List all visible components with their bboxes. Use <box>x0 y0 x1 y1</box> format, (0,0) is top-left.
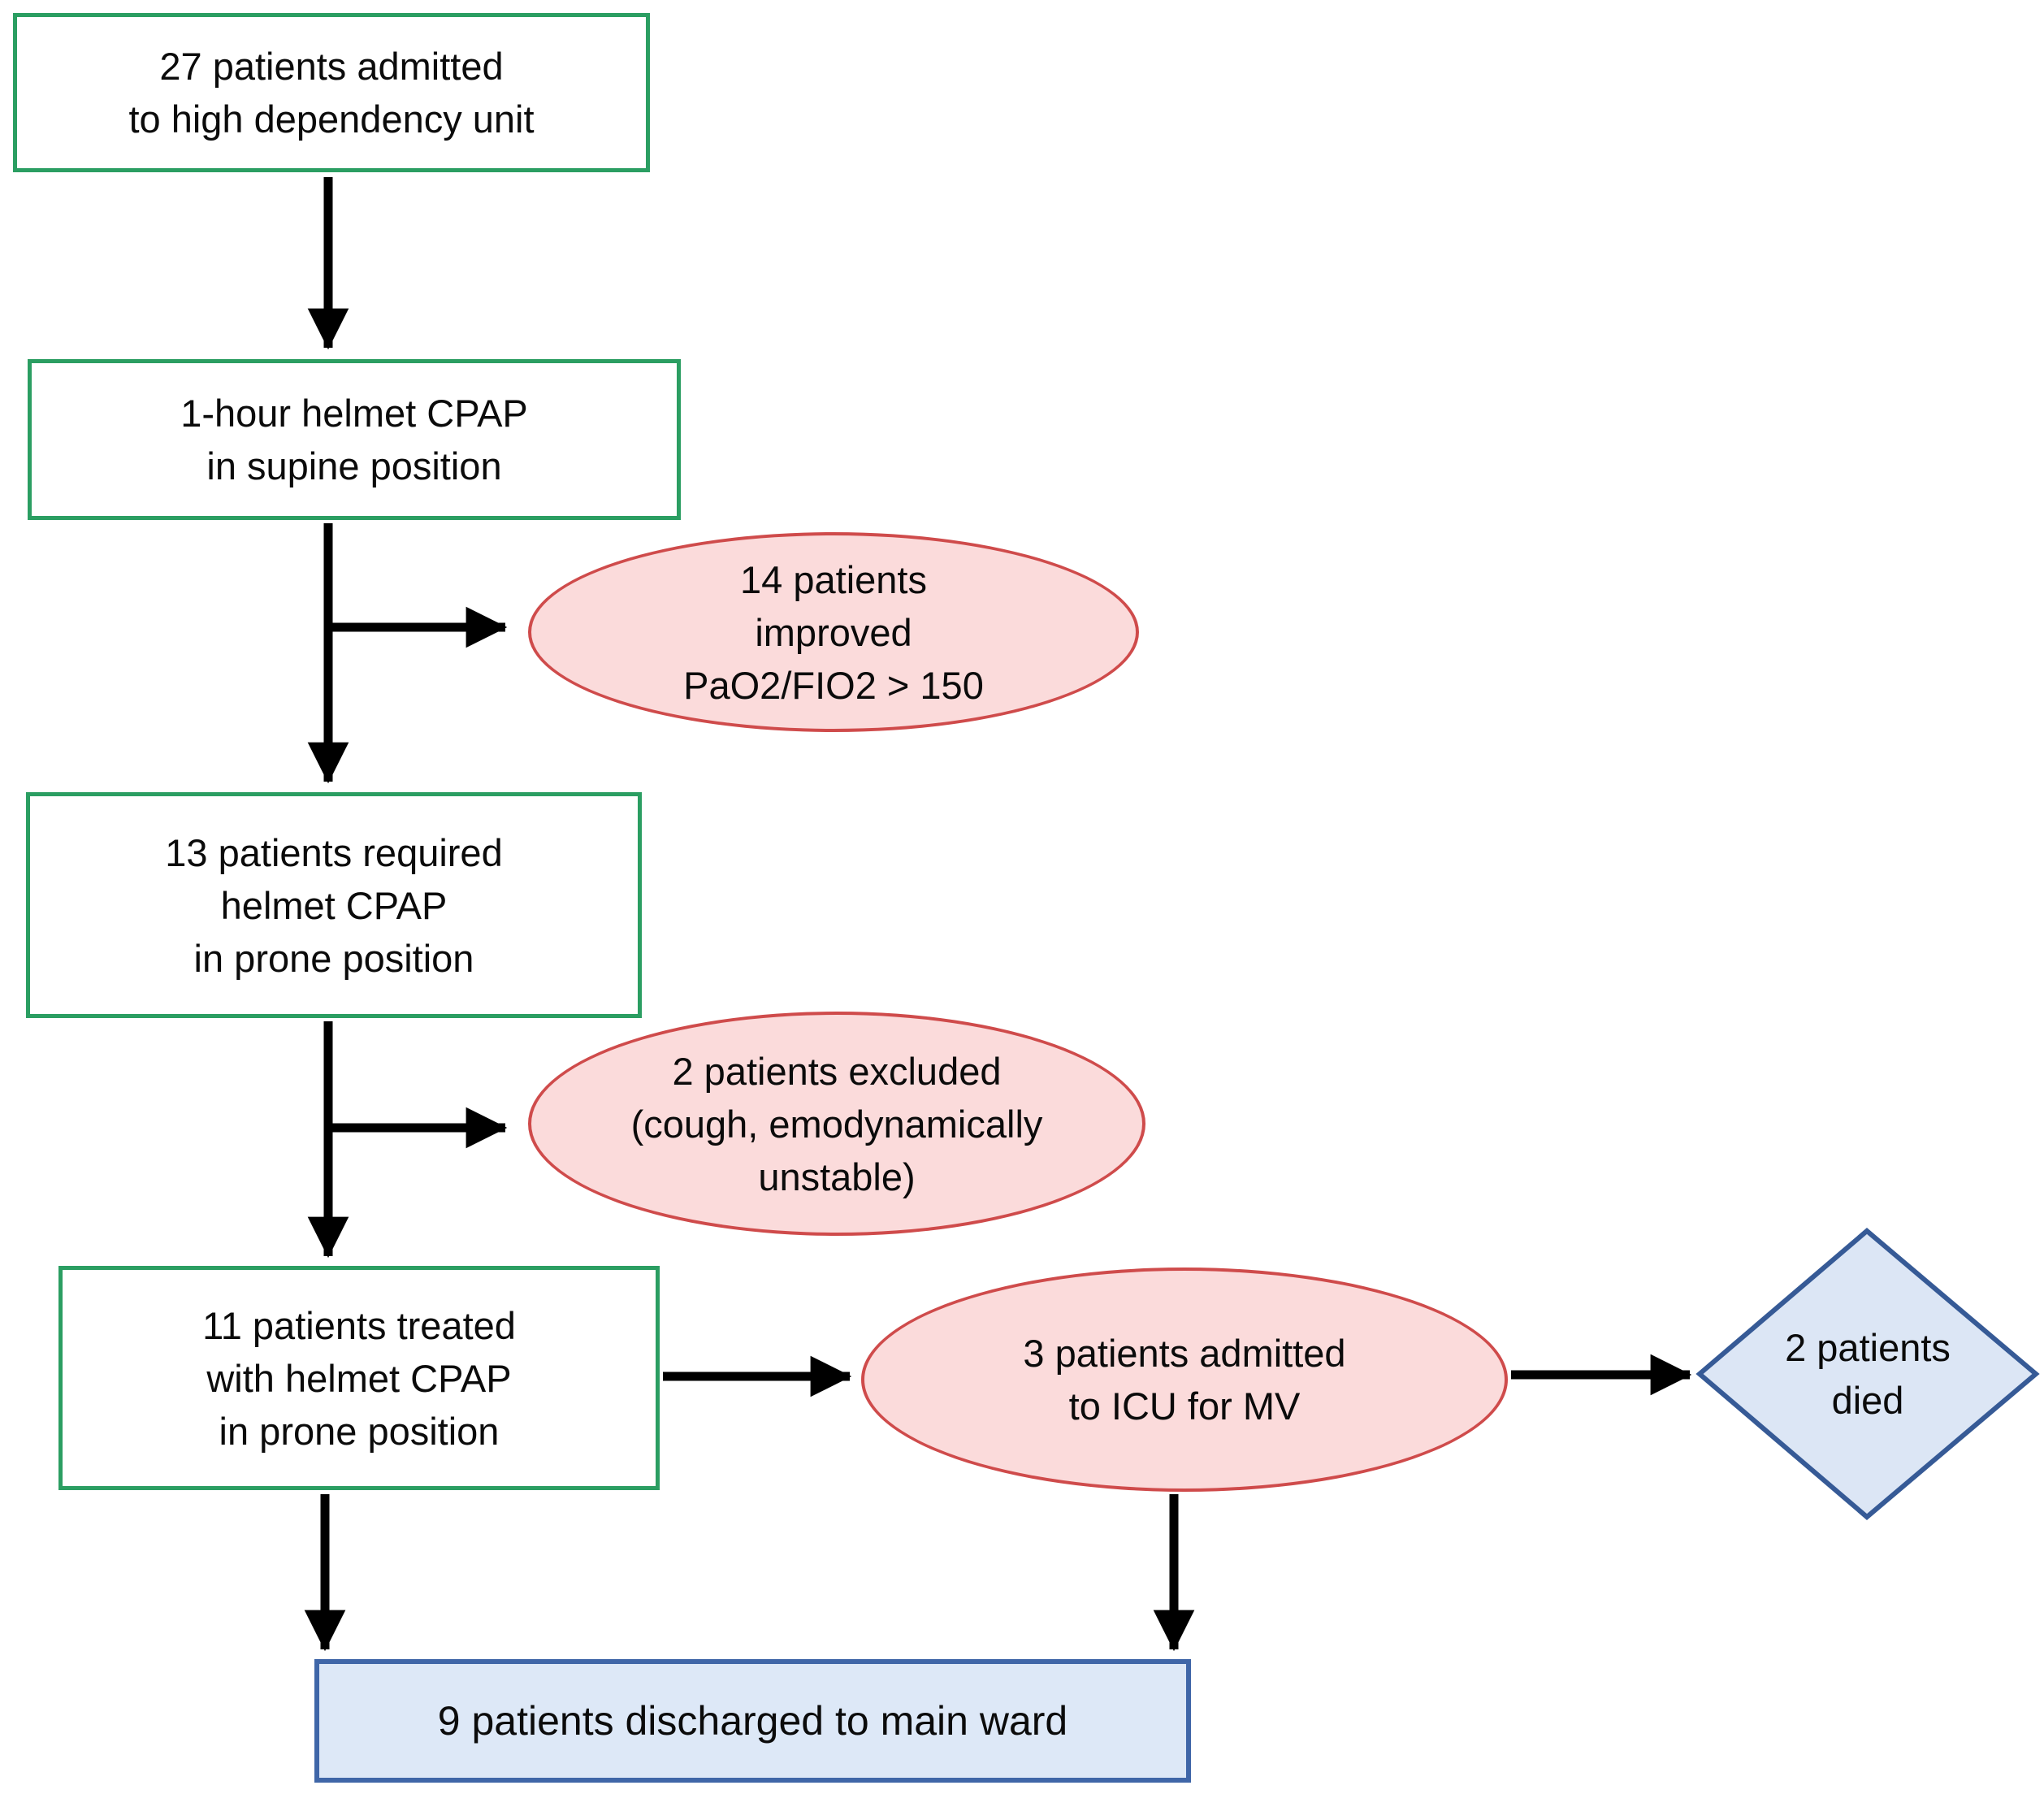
node-icu-mv: 3 patients admitted to ICU for MV <box>861 1268 1508 1492</box>
node-discharged-line1: 9 patients discharged to main ward <box>437 1697 1068 1744</box>
node-excluded-line3: unstable) <box>758 1155 916 1198</box>
node-died-line1: 2 patients <box>1785 1326 1951 1369</box>
node-died-label: 2 patients died <box>1700 1231 2036 1517</box>
node-treated-prone-line1: 11 patients treated <box>202 1303 516 1347</box>
node-cpap-supine: 1-hour helmet CPAP in supine position <box>28 359 681 520</box>
node-excluded-line2: (cough, emodynamically <box>630 1102 1043 1146</box>
node-improved-line1: 14 patients <box>740 557 927 601</box>
node-required-prone: 13 patients required helmet CPAP in pron… <box>26 792 642 1018</box>
node-discharged: 9 patients discharged to main ward <box>314 1659 1191 1783</box>
node-excluded-line1: 2 patients excluded <box>672 1049 1002 1093</box>
node-admitted-line1: 27 patients admitted <box>159 45 504 88</box>
node-required-prone-line3: in prone position <box>193 936 474 980</box>
node-cpap-supine-line2: in supine position <box>206 444 502 488</box>
node-excluded: 2 patients excluded (cough, emodynamical… <box>528 1012 1145 1236</box>
node-treated-prone: 11 patients treated with helmet CPAP in … <box>58 1266 660 1490</box>
node-admitted-line2: to high dependency unit <box>128 98 535 141</box>
node-treated-prone-line3: in prone position <box>219 1409 500 1453</box>
node-icu-mv-line1: 3 patients admitted <box>1023 1332 1346 1375</box>
node-required-prone-line1: 13 patients required <box>165 830 503 874</box>
node-icu-mv-line2: to ICU for MV <box>1068 1384 1301 1428</box>
node-required-prone-line2: helmet CPAP <box>220 883 448 927</box>
node-improved-line3: PaO2/FIO2 > 150 <box>683 663 984 707</box>
node-improved-line2: improved <box>755 610 912 654</box>
node-died-diamond <box>1695 1228 2040 1520</box>
node-admitted: 27 patients admitted to high dependency … <box>13 13 650 172</box>
node-treated-prone-line2: with helmet CPAP <box>206 1356 512 1400</box>
node-cpap-supine-line1: 1-hour helmet CPAP <box>180 392 528 435</box>
node-improved: 14 patients improved PaO2/FIO2 > 150 <box>528 532 1139 732</box>
node-died-line2: died <box>1831 1379 1904 1422</box>
